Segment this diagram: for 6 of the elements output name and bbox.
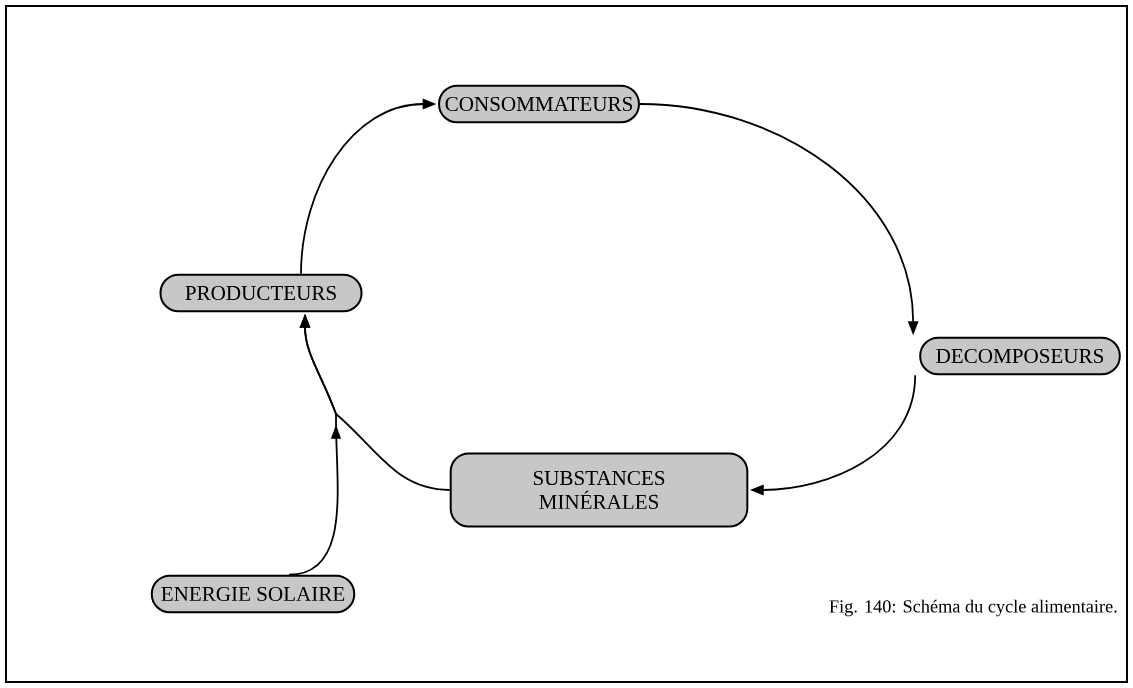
process-box: ENERGIE SOLAIRE [150, 574, 356, 614]
caption: Fig. 140: Schéma du cycle alimentaire. [829, 599, 1117, 617]
process-box: DECOMPOSEURS [919, 336, 1121, 376]
process-box: PRODUCTEURS [159, 273, 363, 313]
process-box: SUBSTANCES MINÉRALES [449, 452, 749, 528]
process-box: CONSOMMATEURS [438, 84, 640, 124]
